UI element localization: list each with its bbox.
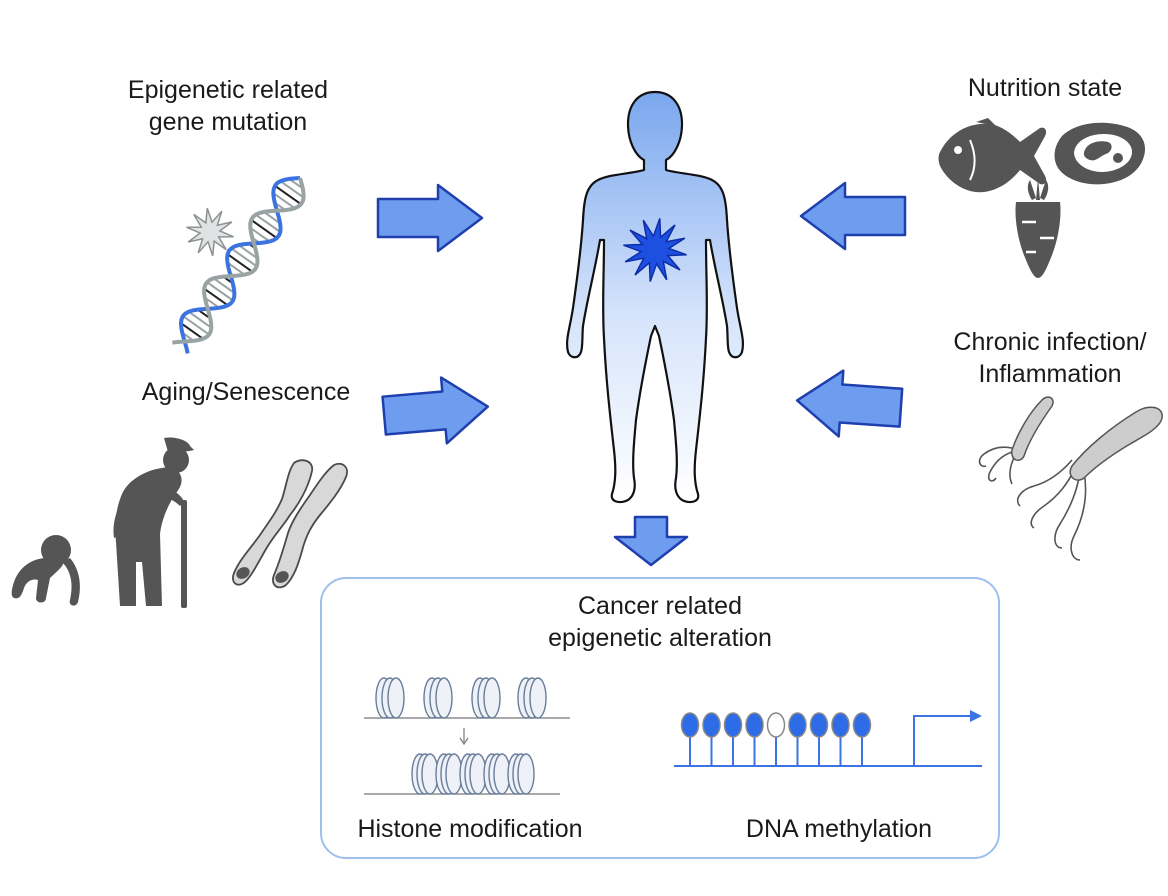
arrow-aging (381, 376, 490, 445)
chromosome-icon (232, 459, 348, 589)
outcome-title-line2: epigenetic alteration (548, 624, 772, 652)
histone-label-text: Histone modification (357, 815, 583, 843)
nucleosome (483, 677, 501, 719)
mutation-spark-icon (186, 207, 234, 257)
dna-base-pair (182, 315, 210, 336)
dna-base-pair (230, 247, 258, 268)
body-silhouette (565, 90, 745, 504)
dna-base-pair (250, 219, 278, 239)
tumor-burst-icon (623, 218, 687, 282)
histone-label: Histone modification (330, 813, 610, 845)
transcription-arrow-head-icon (970, 710, 982, 722)
gene-mutation-label-line2: gene mutation (148, 108, 308, 136)
dna-base-pair (226, 261, 246, 276)
dna-base-pair (255, 213, 281, 233)
nucleosome (435, 677, 453, 719)
methylated-cpg (852, 712, 872, 738)
arrow-nutrition (799, 181, 907, 251)
meat-steak-icon (1054, 122, 1146, 185)
transcription-start-arrow (913, 715, 972, 766)
dna-base-pair (203, 287, 229, 307)
bacterium-small (1011, 396, 1054, 461)
bacterium-large (1069, 406, 1163, 481)
aging-label-line1: Aging/Senescence (141, 378, 351, 406)
gene-mutation-label: Epigenetic related gene mutation (98, 74, 358, 138)
infection-label-line2: Inflammation (978, 360, 1122, 388)
aging-label: Aging/Senescence (108, 376, 384, 408)
infection-label-line1: Chronic infection/ (953, 328, 1147, 356)
methylated-cpg (702, 712, 721, 738)
gene-mutation-label-line1: Epigenetic related (127, 76, 329, 104)
small-down-arrow-icon (459, 728, 469, 746)
crawling-baby-icon (11, 535, 80, 606)
dna-base-pair (213, 277, 235, 294)
nucleosome (517, 753, 535, 795)
dna-base-pairs (180, 178, 305, 344)
methylated-cpg (745, 712, 764, 738)
unmethylated-cpg (766, 712, 786, 738)
bacteria-icon (978, 396, 1163, 561)
arrow-down (613, 515, 689, 567)
dna-helix-icon (172, 176, 306, 354)
dna-base-pair (238, 244, 258, 260)
methylated-cpg (831, 712, 850, 738)
carrot-icon (1015, 178, 1061, 278)
dna-base-pair (249, 226, 271, 243)
fish-icon (938, 118, 1047, 193)
dna-base-pair (274, 184, 302, 206)
nucleosome (387, 677, 405, 719)
dna-base-pair (279, 180, 305, 199)
methylated-cpg (680, 712, 700, 738)
dna-base-pair (272, 192, 296, 210)
methylated-cpg (809, 712, 829, 738)
outcome-title-line1: Cancer related (578, 592, 742, 620)
cpg-sites (680, 712, 872, 766)
dna-base-pair (180, 322, 204, 340)
nucleosome (529, 677, 547, 719)
aging-silhouettes-icon (11, 437, 194, 608)
nutrition-label: Nutrition state (935, 72, 1155, 104)
nucleosomes-relaxed (375, 677, 547, 719)
dna-strand-gray (172, 177, 306, 345)
arrow-gene-mutation (376, 183, 484, 253)
infection-label: Chronic infection/ Inflammation (932, 326, 1168, 390)
dna-strand-blue (178, 176, 301, 354)
methylated-cpg (788, 712, 807, 738)
nutrition-label-line1: Nutrition state (967, 74, 1123, 102)
outcome-panel (320, 577, 1000, 859)
dna-base-pair (188, 310, 212, 329)
nucleosomes-condensed (411, 753, 535, 795)
dna-base-pair (263, 211, 281, 225)
arrow-infection (795, 369, 904, 438)
elderly-man-icon (113, 437, 194, 608)
dna-base-pair (206, 281, 234, 302)
histone-nucleosome-icon (364, 677, 570, 795)
human-body-figure (565, 90, 745, 504)
dna-base-pair (227, 253, 253, 273)
dna-methylation-label: DNA methylation (716, 813, 962, 845)
outcome-title: Cancer related epigenetic alteration (440, 590, 880, 654)
dna-methylation-icon (674, 710, 982, 767)
methylated-cpg (723, 712, 743, 738)
dna-methylation-label-text: DNA methylation (745, 815, 933, 843)
